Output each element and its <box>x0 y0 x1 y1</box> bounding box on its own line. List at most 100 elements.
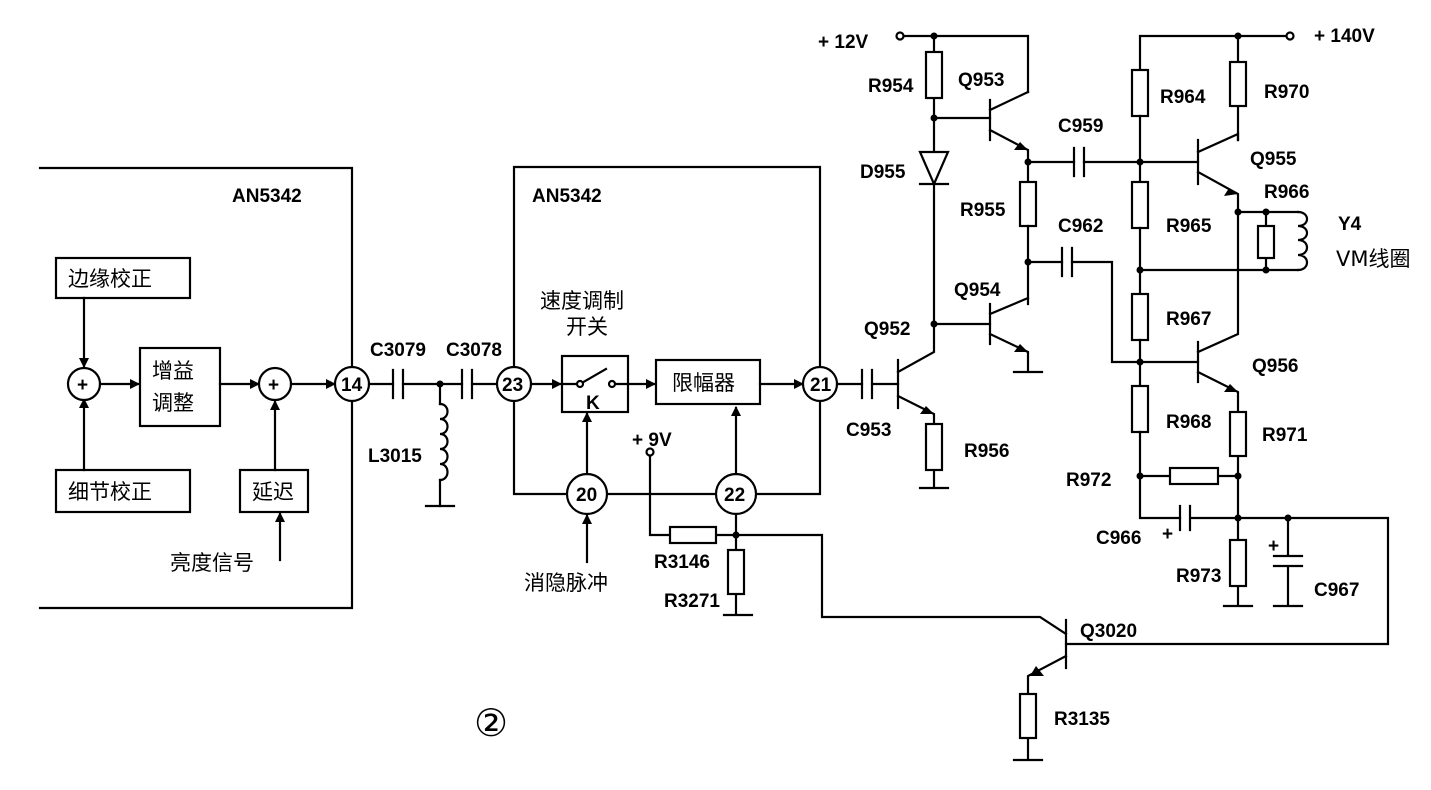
pin-14-label: 14 <box>341 375 363 396</box>
arrow-head <box>794 379 804 389</box>
R3135-label: R3135 <box>1054 709 1110 730</box>
capacitor-C3079 <box>391 368 405 400</box>
summing-node-2-sign: + <box>268 375 279 396</box>
chip-frame-middle: AN5342 <box>512 165 822 496</box>
coil-label-1: Y4 <box>1338 214 1362 235</box>
R971-label: R971 <box>1262 425 1308 446</box>
edge-correction-block <box>54 256 192 300</box>
R3146-label: R3146 <box>654 552 710 573</box>
coil-label-2: VM线圈 <box>1336 247 1410 271</box>
gain-adjust-label-2: 调整 <box>152 391 194 415</box>
resistor-R955 <box>1018 180 1038 228</box>
pin-20-label: 20 <box>576 485 597 506</box>
resistor-R964 <box>1130 68 1150 118</box>
pin-23-label: 23 <box>502 375 523 396</box>
Q953-label: Q953 <box>958 70 1004 91</box>
resistor-R970 <box>1228 60 1248 108</box>
supply-12v-label: + 12V <box>818 32 869 53</box>
luminance-signal-label: 亮度信号 <box>170 551 254 575</box>
capacitor-C953 <box>860 368 874 400</box>
arrow-head <box>582 514 592 524</box>
R966-label: R966 <box>1264 182 1309 203</box>
speed-mod-switch-label-2: 开关 <box>566 315 608 339</box>
R965-label: R965 <box>1166 216 1212 237</box>
speed-mod-switch-label-1: 速度调制 <box>540 289 624 313</box>
arrow-head <box>1224 384 1238 392</box>
delay-block <box>238 468 310 514</box>
summing-node-1-sign: + <box>77 375 88 396</box>
resistor-R971 <box>1228 410 1248 458</box>
blanking-pulse-label: 消隐脉冲 <box>524 571 608 595</box>
R968-label: R968 <box>1166 412 1211 433</box>
edge-correction-label: 边缘校正 <box>68 267 152 291</box>
capacitor-C959 <box>1072 146 1086 178</box>
resistor-R973 <box>1228 538 1248 588</box>
limiter-label: 限幅器 <box>672 371 735 395</box>
L3015-label: L3015 <box>368 446 422 467</box>
C3078-label: C3078 <box>446 340 502 361</box>
detail-correction-label: 细节校正 <box>68 480 152 504</box>
pin-21-label: 21 <box>810 375 832 396</box>
Q3020-label: Q3020 <box>1080 621 1137 642</box>
pin-22-label: 22 <box>724 485 745 506</box>
resistor-R966 <box>1256 224 1276 260</box>
limiter-block <box>654 358 762 406</box>
gain-adjust-label-1: 增益 <box>152 359 194 383</box>
coil-Y4 <box>1296 210 1309 272</box>
arrow-head <box>582 412 592 422</box>
C3079-label: C3079 <box>370 340 426 361</box>
arrow-head <box>275 512 285 522</box>
C967-label: C967 <box>1314 580 1359 601</box>
arrow-head <box>646 379 656 389</box>
arrow-head <box>1030 666 1044 676</box>
R3271-label: R3271 <box>664 591 720 612</box>
Q956-label: Q956 <box>1252 356 1298 377</box>
resistor-R956 <box>924 422 944 472</box>
Q952-label: Q952 <box>864 319 910 340</box>
diode-D955 <box>918 150 950 187</box>
arrow-head <box>270 400 280 410</box>
R956-label: R956 <box>964 441 1009 462</box>
R973-label: R973 <box>1176 566 1221 587</box>
resistor-R972 <box>1168 466 1220 486</box>
Q955-label: Q955 <box>1250 149 1297 170</box>
arrow-head <box>1014 142 1028 150</box>
arrow-head <box>1224 188 1238 196</box>
supply-9v-label: + 9V <box>632 430 672 451</box>
Q954-label: Q954 <box>954 280 1001 301</box>
C967-plus: + <box>1268 536 1279 557</box>
arrow-head <box>79 358 89 368</box>
R972-label: R972 <box>1066 470 1111 491</box>
delay-label: 延迟 <box>252 480 294 504</box>
detail-correction-block <box>54 468 192 514</box>
C966-label: C966 <box>1096 528 1141 549</box>
C966-plus: + <box>1162 524 1173 545</box>
inductor-L3015 <box>438 402 449 482</box>
C962-label: C962 <box>1058 216 1103 237</box>
supply-140v-label: + 140V <box>1314 26 1375 47</box>
capacitor-C3078 <box>460 368 474 400</box>
resistor-R3135 <box>1018 692 1038 740</box>
arrow-head <box>1014 344 1028 352</box>
arrow-head <box>552 379 562 389</box>
capacitor-C967 <box>1272 516 1304 608</box>
switch-K-label: K <box>586 393 600 414</box>
figure-number: ② <box>474 703 508 745</box>
chip-label-middle: AN5342 <box>532 186 602 207</box>
arrow-head <box>326 379 336 389</box>
resistor-R967 <box>1130 292 1150 342</box>
D955-label: D955 <box>860 162 906 183</box>
capacitor-C962 <box>1060 246 1074 278</box>
resistor-R968 <box>1130 384 1150 434</box>
resistor-R3271 <box>726 548 746 596</box>
R954-label: R954 <box>868 76 914 97</box>
resistor-R954 <box>924 50 944 100</box>
R970-label: R970 <box>1264 82 1309 103</box>
gain-adjust-block <box>138 346 222 428</box>
arrow-head <box>250 379 260 389</box>
resistor-R965 <box>1130 180 1150 230</box>
arrow-head <box>130 379 140 389</box>
resistor-R3146 <box>668 525 718 545</box>
C959-label: C959 <box>1058 116 1103 137</box>
